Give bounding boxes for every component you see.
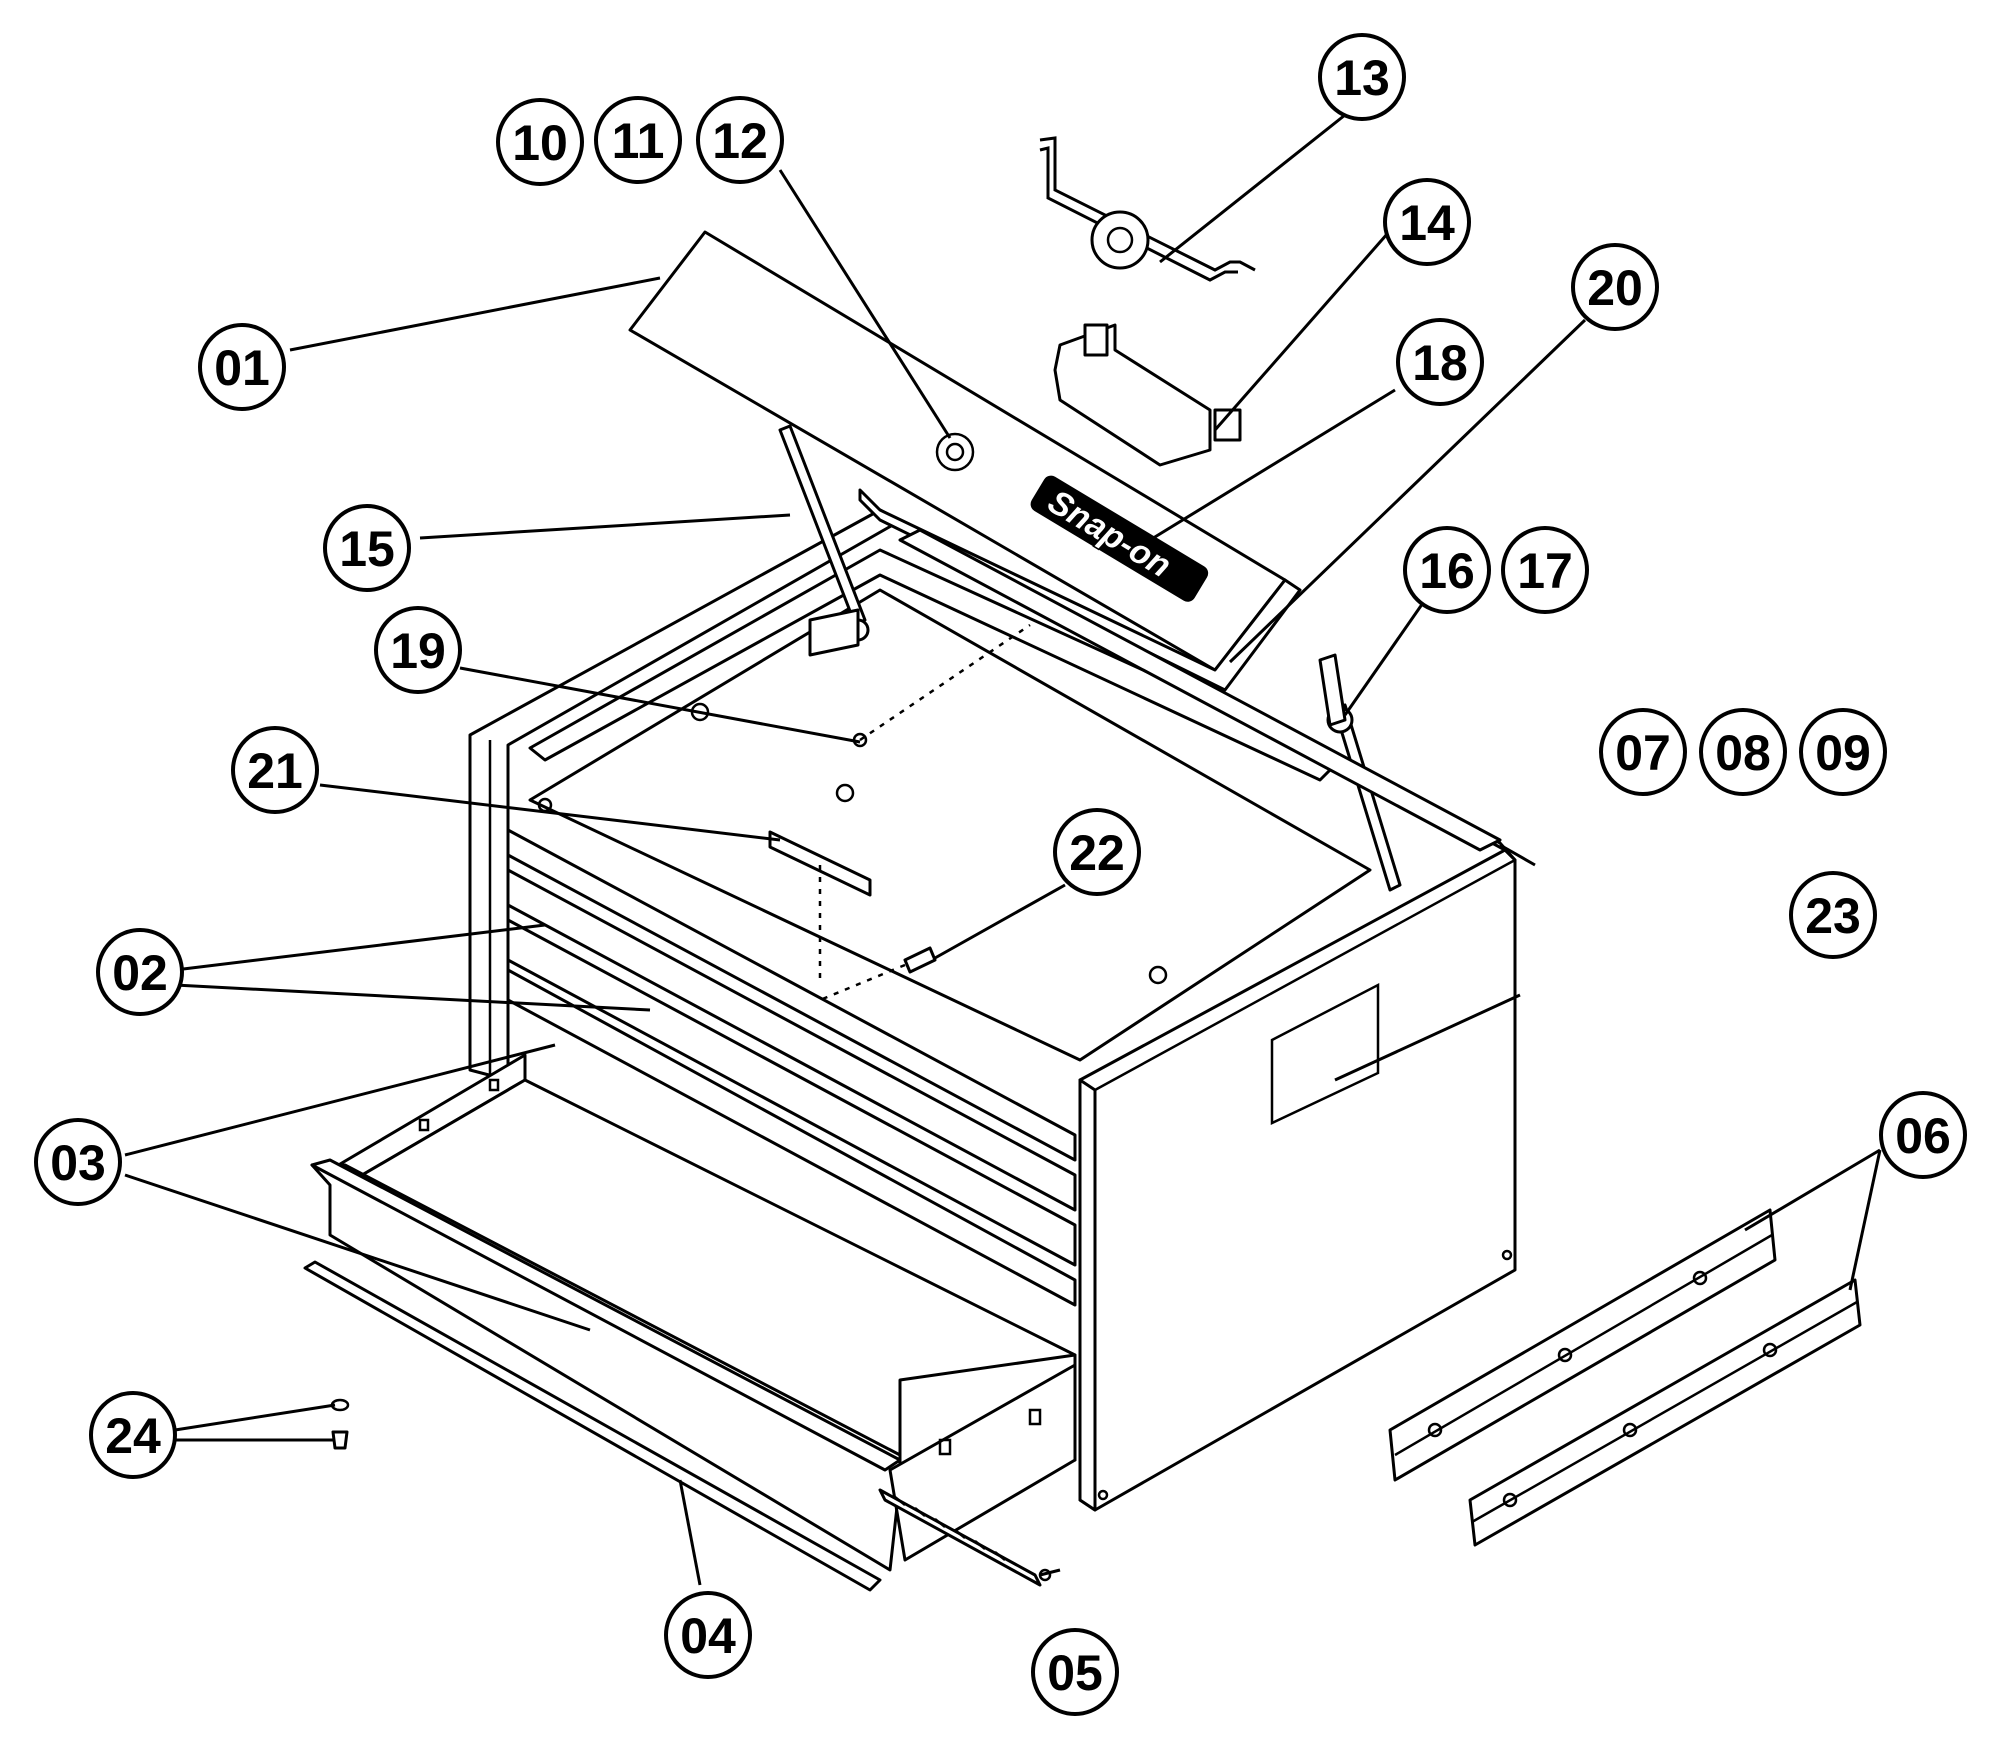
callout-02: 02 [96,928,184,1016]
callout-07: 07 [1599,708,1687,796]
callout-label: 08 [1715,725,1771,781]
callout-label: 16 [1419,543,1475,599]
lid-hinge [898,528,1502,852]
callout-label: 02 [112,945,168,1001]
callout-24: 24 [89,1391,177,1479]
callout-04: 04 [664,1591,752,1679]
callout-label: 03 [50,1135,106,1191]
callout-label: 18 [1412,335,1468,391]
callout-14: 14 [1383,178,1471,266]
callout-10: 10 [496,98,584,186]
callout-22: 22 [1053,808,1141,896]
callout-09: 09 [1799,708,1887,796]
callout-label: 11 [612,113,665,169]
callout-label: 13 [1334,50,1390,106]
callout-label: 10 [512,115,568,171]
guide-line-19 [859,623,1031,742]
callout-label: 14 [1399,195,1455,251]
callout-label: 07 [1615,725,1671,781]
open-drawer [310,1053,1077,1572]
callout-label: 22 [1069,825,1125,881]
lock-bracket [1053,323,1242,467]
callout-label: 19 [390,623,446,679]
callout-label: 12 [712,113,768,169]
callout-13: 13 [1318,33,1406,121]
callout-label: 09 [1815,725,1871,781]
lock-icon [935,432,975,472]
callout-19: 19 [374,606,462,694]
back-wall [528,548,1342,782]
left-gas-strut [778,424,867,626]
leader-lines [124,113,1882,1586]
callout-label: 21 [247,743,303,799]
callout-03: 03 [34,1118,122,1206]
callout-11: 11 [594,96,682,184]
callout-16: 16 [1403,526,1491,614]
callout-label: 17 [1517,543,1573,599]
strut-mount-left [808,608,860,657]
callout-05: 05 [1031,1628,1119,1716]
lock-rod [1039,136,1256,282]
callout-23: 23 [1789,871,1877,959]
side-label [1270,982,1380,1125]
callout-label: 20 [1587,260,1643,316]
callout-18: 18 [1396,318,1484,406]
cabinet-floor [528,588,1372,1062]
closed-drawers [506,828,1077,1307]
callout-01: 01 [198,323,286,411]
callout-label: 23 [1805,888,1861,944]
drawer-front-2 [506,868,1077,1212]
callout-label: 05 [1047,1645,1103,1701]
drawer-slides [1388,1208,1862,1547]
callout-label: 01 [214,340,270,396]
callout-label: 04 [680,1608,736,1664]
callout-06: 06 [1879,1091,1967,1179]
callout-label: 15 [339,521,395,577]
lid-underside [858,488,1302,692]
callout-08: 08 [1699,708,1787,796]
drawer-front-4 [506,968,1077,1307]
shelf-pin [903,946,937,974]
divider-clip [768,830,872,897]
callout-21: 21 [231,726,319,814]
callout-label: 06 [1895,1108,1951,1164]
lid: Snap-on [628,230,1302,692]
drawer-front-1 [506,828,1077,1162]
screw-24 [331,1430,349,1450]
drawer-front-3 [506,918,1077,1267]
callout-17: 17 [1501,526,1589,614]
drawer-front [310,1163,902,1572]
cabinet-body [468,508,1517,1512]
callout-12: 12 [696,96,784,184]
callout-15: 15 [323,504,411,592]
callout-label: 24 [105,1408,161,1464]
drawer-divider-rail [878,1488,1052,1587]
strut-mount-right [1318,653,1347,727]
guide-line-22 [819,963,906,1002]
callout-20: 20 [1571,243,1659,331]
drawer-front-lip [310,1158,902,1472]
right-panel-front-edge [1078,1078,1097,1512]
